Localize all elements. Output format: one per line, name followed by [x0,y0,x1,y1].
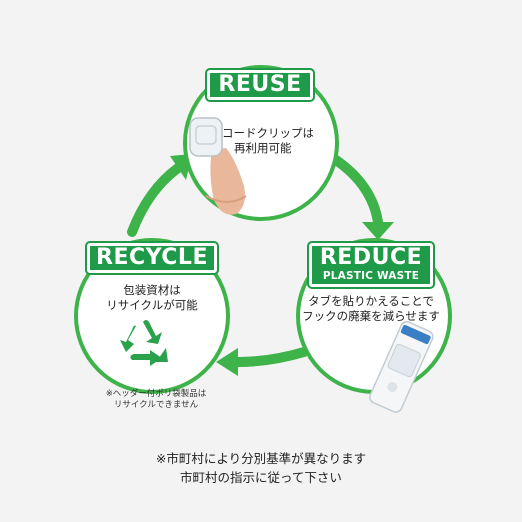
recycle-title: RECYCLE [96,245,208,270]
recycle-note-line1: ※ヘッダー付ポリ袋製品は [105,389,207,399]
reuse-title: REUSE [218,72,302,97]
arrow-head-reduce [362,222,394,240]
reduce-text: タブを貼りかえることで フックの廃棄を減らせます [291,294,451,324]
reduce-line1: タブを貼りかえることで [308,294,434,308]
arrow-head-recycle [216,348,238,376]
recycle-note-line2: リサイクルできません [113,400,199,410]
footer-note: ※市町村により分別基準が異なります 市町村の指示に従って下さい [0,449,522,487]
recycle-line1: 包装資材は [123,283,181,297]
cord-clip-shape [189,117,223,157]
reuse-line2: 再利用可能 [234,141,292,155]
recycle-line2: リサイクルが可能 [106,298,198,312]
footer-line1: ※市町村により分別基準が異なります [155,451,367,466]
reuse-text: コードクリップは 再利用可能 [222,126,332,156]
arrow-reuse-to-reduce [331,155,383,227]
reduce-line2: フックの廃棄を減らせます [302,309,440,323]
finger-shape [210,148,245,215]
reuse-line1: コードクリップは [222,126,314,140]
arrow-reduce-to-recycle [233,347,309,367]
footer-line2: 市町村の指示に従って下さい [180,470,342,485]
recycle-note: ※ヘッダー付ポリ袋製品は リサイクルできません [86,389,226,411]
reduce-badge: REDUCE PLASTIC WASTE [309,243,433,287]
recycle-badge: RECYCLE [87,243,217,273]
reduce-title: REDUCE [319,245,423,270]
recycle-text: 包装資材は リサイクルが可能 [82,283,222,313]
reduce-subtitle: PLASTIC WASTE [322,270,420,282]
arrow-recycle-to-reuse [127,163,183,237]
reuse-badge: REUSE [207,70,313,100]
